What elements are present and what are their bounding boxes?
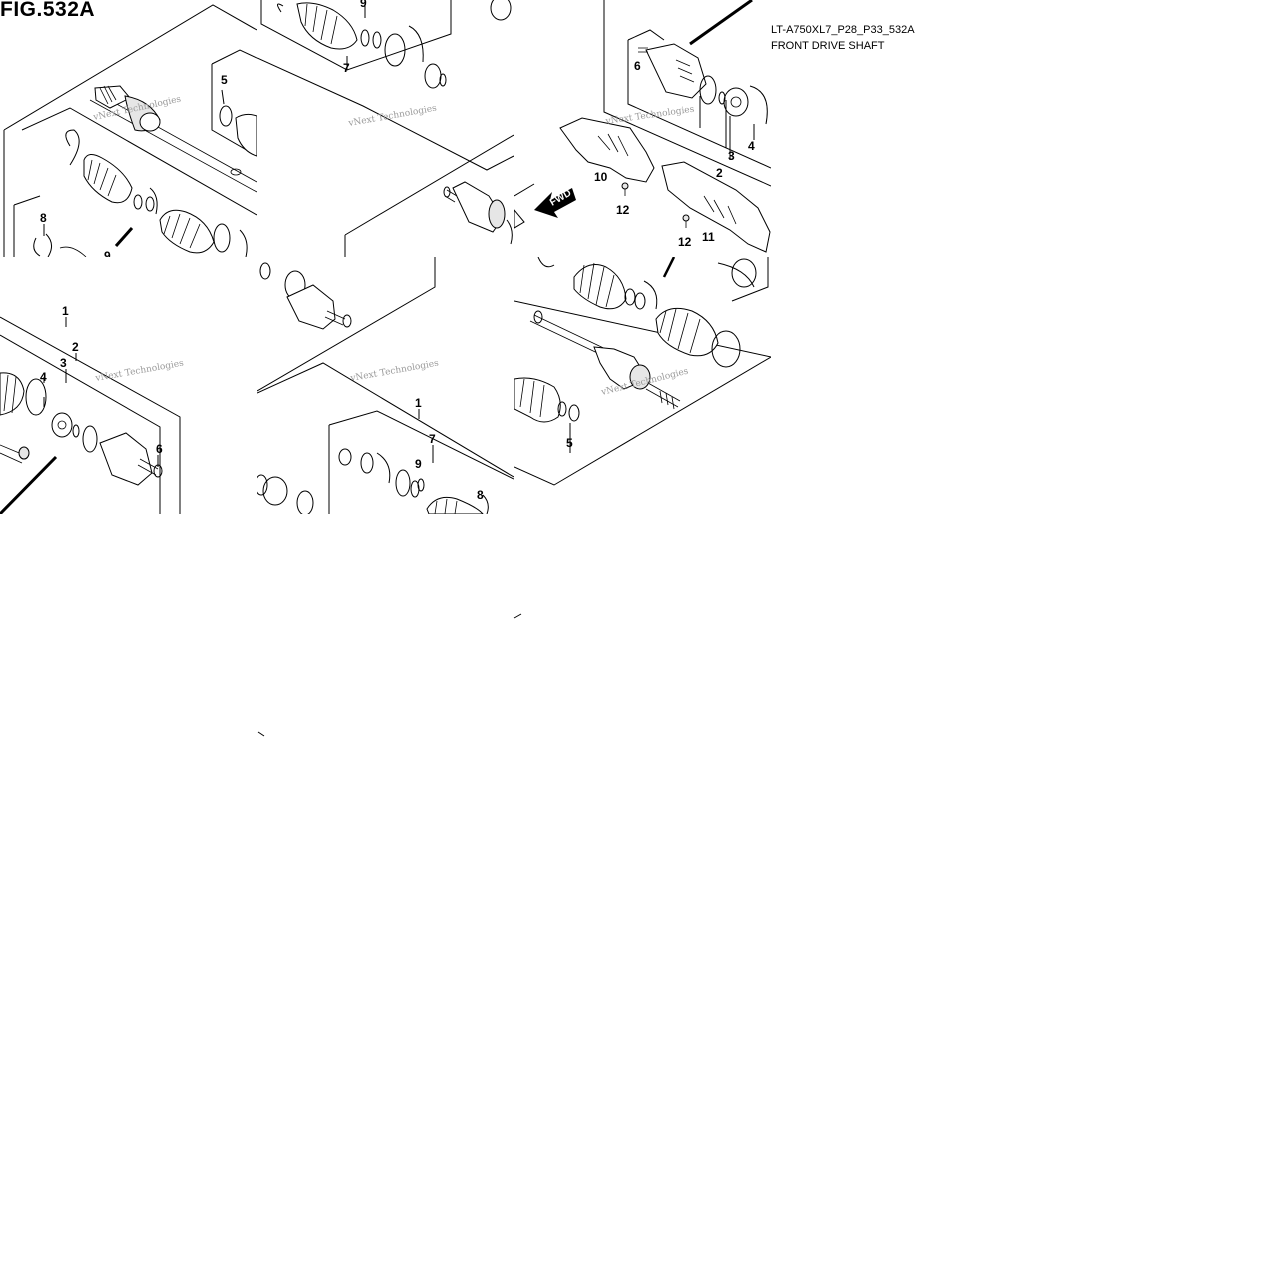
callout-12: 12 <box>678 235 692 249</box>
diagram-tile-top-left: 5 8 9 vNext Technologies <box>0 0 257 257</box>
callout-11: 11 <box>702 230 715 244</box>
callout-3: 3 <box>728 149 735 163</box>
figure-title: FIG.532A <box>0 0 96 21</box>
callout-9: 9 <box>104 249 111 257</box>
diagram-tile-top-center: 9 7 vNext Technologies <box>257 0 514 257</box>
fwd-arrow-icon: FWD <box>534 188 576 218</box>
diagram-tile-center: 1 7 9 8 vNext Technologies <box>257 257 514 514</box>
watermark: vNext Technologies <box>604 105 695 128</box>
callout-1: 1 <box>62 304 69 318</box>
callout-6: 6 <box>634 59 641 73</box>
callout-12: 12 <box>616 203 630 217</box>
callout-4: 4 <box>748 139 755 153</box>
callout-9: 9 <box>415 457 422 471</box>
watermark: vNext Technologies <box>347 104 438 130</box>
callout-2: 2 <box>72 340 79 354</box>
callout-5: 5 <box>221 73 228 87</box>
callout-2: 2 <box>716 166 723 180</box>
watermark: vNext Technologies <box>94 359 185 385</box>
drawing-code: LT-A750XL7_P28_P33_532A <box>771 24 915 36</box>
callout-10: 10 <box>594 170 608 184</box>
watermark: vNext Technologies <box>349 359 440 385</box>
diagram-tile-middle-right: 5 vNext Technologies <box>514 257 771 514</box>
callout-1: 1 <box>415 396 422 410</box>
callout-8: 8 <box>40 211 47 225</box>
callout-4: 4 <box>40 370 47 384</box>
callout-9: 9 <box>360 0 367 10</box>
stray-mark <box>257 731 265 737</box>
diagram-tile-middle-left: 1 2 3 4 6 vNext Technologies <box>0 257 257 514</box>
drawing-name: FRONT DRIVE SHAFT <box>771 40 885 52</box>
stray-mark <box>513 613 522 619</box>
callout-7: 7 <box>429 432 436 446</box>
diagram-tile-top-right: FWD 6 3 4 2 10 12 12 11 vNext Technologi… <box>514 0 771 257</box>
callout-6: 6 <box>156 442 163 456</box>
drawing-info: LT-A750XL7_P28_P33_532A FRONT DRIVE SHAF… <box>771 22 915 54</box>
callout-5: 5 <box>566 436 573 450</box>
callout-3: 3 <box>60 356 67 370</box>
callout-7: 7 <box>343 61 350 75</box>
callout-8: 8 <box>477 488 484 502</box>
